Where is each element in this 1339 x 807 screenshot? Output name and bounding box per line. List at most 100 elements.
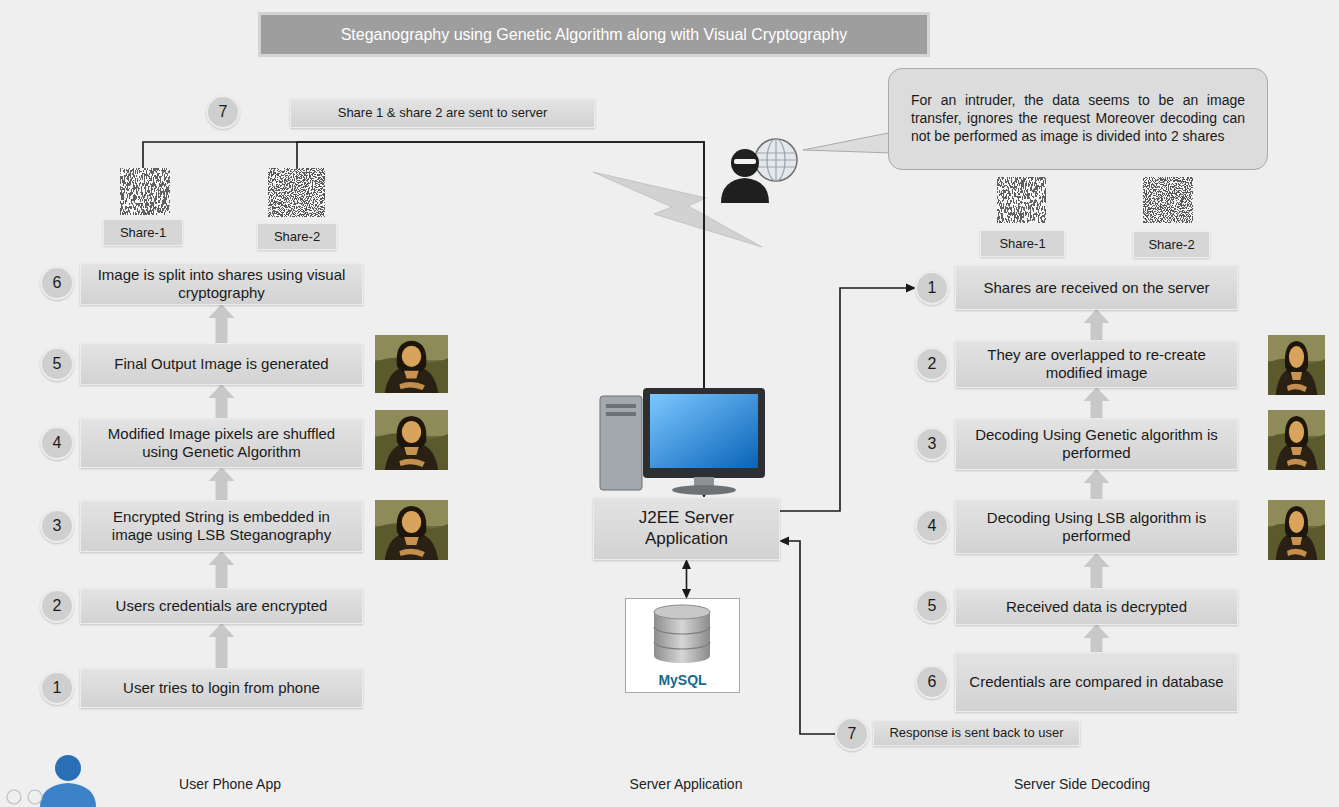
section-label-box: Server Application [601, 776, 771, 792]
node-text: Decoding Using Genetic algorithm is perf… [966, 426, 1227, 462]
callout-number: 1 [928, 279, 937, 297]
computer-icon [672, 485, 736, 495]
user-icon [40, 783, 96, 807]
share-tile: Share-1 [980, 177, 1065, 257]
connector-arrow [1091, 401, 1103, 418]
zoom-control [7, 790, 21, 804]
share-noise-image [1143, 177, 1193, 223]
callout-circle: 4 [915, 509, 949, 543]
process-box: Decoding Using Genetic algorithm is perf… [955, 418, 1238, 470]
database-icon [625, 598, 740, 693]
connector-arrow [780, 288, 906, 511]
process-box: User tries to login from phone [80, 668, 363, 708]
node-text: Received data is decrypted [1006, 598, 1187, 616]
database-icon [654, 627, 710, 649]
node-text: J2EE Server Application [604, 508, 769, 549]
user-icon [40, 755, 96, 807]
note-box: Share 1 & share 2 are sent to server [290, 98, 595, 128]
callout-circle: 2 [40, 589, 74, 623]
callout-circle: 7 [835, 717, 869, 751]
callout-circle: 1 [915, 271, 949, 305]
share-tile: Share-1 [103, 168, 183, 246]
node-text: Users credentials are encrypted [116, 597, 328, 615]
connector-arrow [1091, 638, 1103, 652]
callout-number: 2 [53, 597, 62, 615]
bubble-tail [803, 132, 893, 153]
connector-arrow [216, 481, 228, 500]
node-text: Share 1 & share 2 are sent to server [338, 105, 548, 121]
node-text: They are overlapped to re-create modifie… [966, 346, 1227, 382]
server-box: J2EE Server Application [593, 497, 780, 560]
intruder-icon [721, 178, 769, 203]
speech-bubble: For an intruder, the data seems to be an… [888, 68, 1268, 170]
computer-icon [606, 404, 636, 408]
note-box: Response is sent back to user [873, 720, 1080, 746]
callout-number: 3 [53, 517, 62, 535]
process-box: Encrypted String is embedded in image us… [80, 500, 363, 552]
callout-number: 7 [219, 103, 228, 121]
node-text: Modified Image pixels are shuffled using… [91, 425, 352, 461]
intruder-icon [755, 139, 797, 181]
section-label-box: User Phone App [160, 776, 300, 792]
node-text: Share-2 [1133, 231, 1210, 258]
node-text: Image is split into shares using visual … [91, 266, 352, 302]
connector-arrow [1091, 483, 1103, 499]
computer-icon [600, 396, 642, 490]
callout-circle: 6 [40, 266, 74, 300]
painting-thumbnail [1268, 500, 1325, 560]
connector-arrow [216, 398, 228, 418]
intruder-icon [721, 139, 797, 203]
title-text: Steganography using Genetic Algorithm al… [341, 26, 848, 44]
node-text: Shares are received on the server [984, 279, 1210, 297]
connector-arrow [1091, 323, 1103, 340]
section-label: Server Side Decoding [997, 776, 1167, 792]
section-label: User Phone App [160, 776, 300, 792]
painting-thumbnail [375, 335, 1325, 560]
section-label: Server Application [601, 776, 771, 792]
node-text: Share-1 [103, 219, 183, 246]
node-text: User tries to login from phone [123, 679, 320, 697]
process-box: Image is split into shares using visual … [80, 263, 363, 305]
database-icon [625, 598, 740, 693]
process-box: Shares are received on the server [955, 265, 1238, 310]
node-text: For an intruder, the data seems to be an… [911, 92, 1245, 146]
callout-circle: 2 [915, 347, 949, 381]
connector-arrow [216, 637, 228, 668]
process-box: They are overlapped to re-create modifie… [955, 340, 1238, 388]
process-box: Modified Image pixels are shuffled using… [80, 418, 363, 468]
callout-number: 4 [928, 517, 937, 535]
callout-circle: 7 [206, 95, 240, 129]
callout-number: 4 [53, 434, 62, 452]
database-box: MySQL [625, 598, 740, 693]
node-text: Encrypted String is embedded in image us… [91, 508, 352, 544]
share-noise-image [120, 168, 170, 215]
connector-arrow [686, 569, 688, 589]
computer-icon [650, 394, 758, 468]
connector-arrow [1091, 567, 1103, 588]
painting-thumbnail [1268, 410, 1325, 470]
callout-circle: 6 [915, 665, 949, 699]
painting-thumbnail [375, 500, 448, 560]
share-noise-image [268, 168, 325, 217]
computer-icon [600, 388, 765, 495]
painting-thumbnail [1268, 335, 1325, 395]
callout-circle: 3 [40, 509, 74, 543]
node-text: MySQL [658, 672, 706, 688]
user-icon [55, 755, 81, 781]
share-noise-image [997, 177, 1046, 223]
callout-circle: 4 [40, 426, 74, 460]
intruder-icon [767, 139, 785, 181]
callout-number: 1 [53, 679, 62, 697]
node-text: Share-2 [257, 223, 337, 250]
process-box: Users credentials are encrypted [80, 588, 363, 624]
intruder-icon [731, 149, 759, 177]
callout-number: 3 [928, 435, 937, 453]
zoom-control [7, 790, 42, 804]
callout-number: 6 [53, 274, 62, 292]
connector-arrow [216, 318, 228, 343]
node-text: Credentials are compared in database [969, 673, 1223, 691]
database-icon [654, 605, 710, 619]
painting-thumbnail [375, 335, 448, 393]
node-text: Final Output Image is generated [114, 355, 328, 373]
callout-circle: 5 [915, 589, 949, 623]
